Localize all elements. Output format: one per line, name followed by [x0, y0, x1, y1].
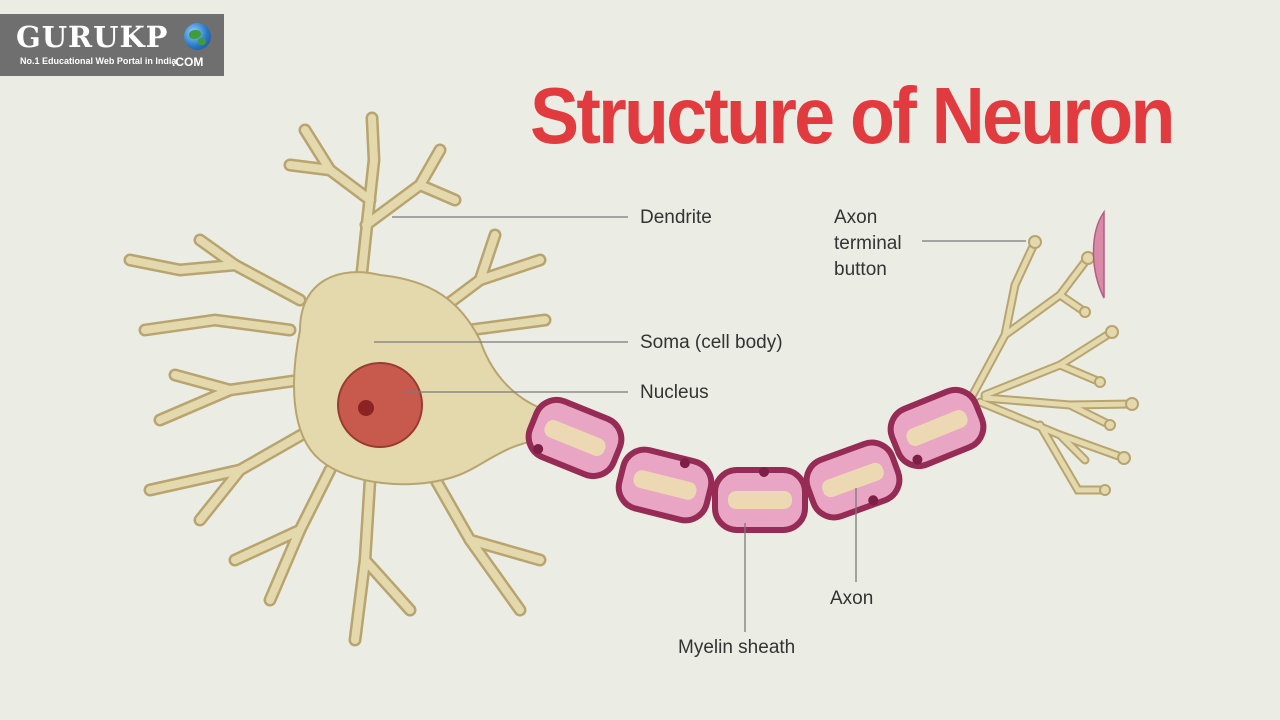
logo-suffix: .COM — [172, 55, 204, 69]
dendrite-label: Dendrite — [640, 207, 712, 228]
axon-label: Axon — [830, 588, 874, 609]
target-cell-fragment — [1092, 209, 1105, 299]
page-title: Structure of Neuron — [530, 71, 1175, 160]
axon-terminal-label-line-2: terminal — [834, 233, 902, 254]
axon-terminals — [965, 235, 1139, 496]
myelin-sheath — [525, 386, 987, 533]
nucleus — [337, 362, 423, 448]
globe-icon — [184, 23, 211, 50]
soma-label: Soma (cell body) — [640, 332, 783, 353]
dendrites — [123, 111, 552, 647]
nucleus-label: Nucleus — [640, 382, 709, 403]
myelin-sheath-label: Myelin sheath — [678, 637, 796, 658]
axon-terminal-label-line-1: Axon — [834, 207, 878, 228]
logo-tagline: No.1 Educational Web Portal in India — [20, 56, 177, 66]
site-logo[interactable]: GURUKP No.1 Educational Web Portal in In… — [0, 14, 224, 76]
axon-terminal-label-line-3: button — [834, 259, 887, 280]
cell-body — [293, 271, 541, 486]
leader-lines — [374, 216, 1026, 632]
logo-wordmark: GURUKP — [16, 20, 169, 54]
